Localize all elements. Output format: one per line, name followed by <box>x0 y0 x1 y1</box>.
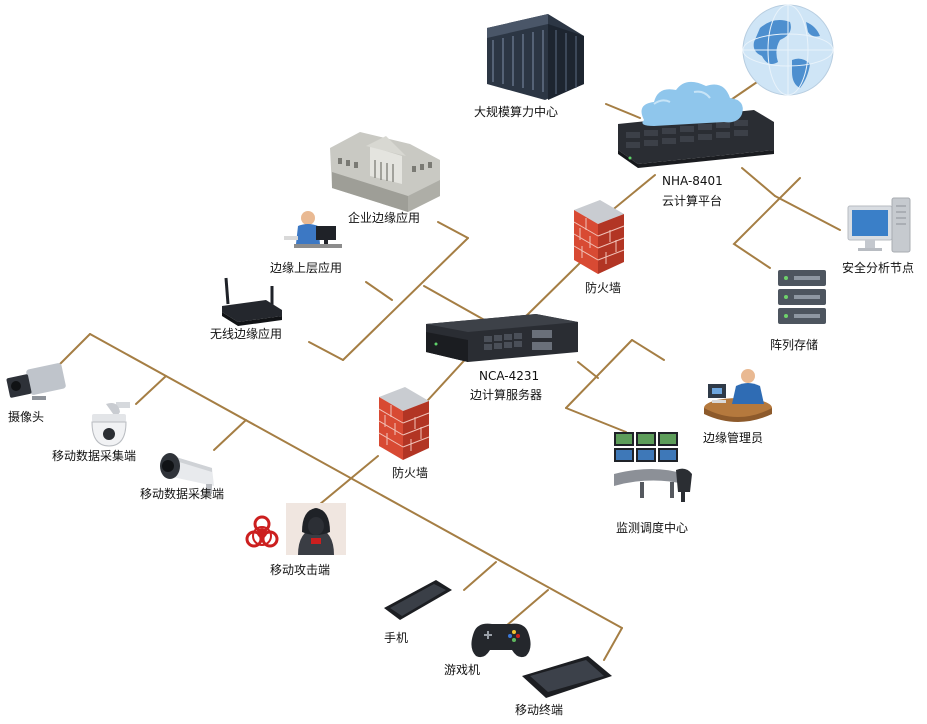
desktop-computer-icon <box>847 197 911 253</box>
smartphone-icon <box>384 580 452 620</box>
wireless-label: 无线边缘应用 <box>210 326 282 341</box>
wifi-router-icon <box>222 277 282 326</box>
gamepad-icon <box>471 623 531 658</box>
cctv-camera-icon <box>6 363 66 400</box>
phone-label: 手机 <box>384 631 408 645</box>
link-phone <box>463 561 497 591</box>
hacker-icon <box>286 503 346 555</box>
link-game <box>505 589 549 627</box>
link-security-branch <box>732 177 801 269</box>
datacenter-server-rack-icon <box>487 14 584 100</box>
storage-label: 阵列存储 <box>770 337 818 352</box>
link-firewall-edge <box>519 259 584 323</box>
link-monitor <box>565 407 627 433</box>
link-wireless-app <box>308 341 344 361</box>
game-label: 游戏机 <box>444 663 480 677</box>
link-enterprise-bus <box>342 237 469 361</box>
attacker-label: 移动攻击端 <box>270 563 330 577</box>
link-device-bus <box>89 333 623 629</box>
link-upper-app <box>365 281 393 301</box>
firewall-bottom-icon <box>378 387 430 460</box>
bullet-camera-icon <box>160 453 214 494</box>
link-cloud-security-trunk <box>741 167 776 197</box>
enterprise-label: 企业边缘应用 <box>348 210 420 225</box>
cloud-icon <box>641 81 743 126</box>
cloud-name-label: 云计算平台 <box>662 193 722 208</box>
cloud-model-label: NHA-8401 <box>662 174 723 188</box>
control-room-icon <box>614 432 692 502</box>
firewall-bottom-label: 防火墙 <box>392 465 428 480</box>
link-security-node <box>774 195 841 231</box>
link-right-bus <box>565 339 633 409</box>
firewall-top-icon <box>573 200 625 274</box>
connection-lines <box>59 79 841 661</box>
link-enterprise-edge <box>423 285 489 323</box>
globe-icon <box>742 4 834 96</box>
edge-admin-label: 边缘管理员 <box>703 430 763 445</box>
link-enterprise-app <box>437 221 469 239</box>
tablet-icon <box>522 656 612 698</box>
link-datacenter-cloud <box>605 103 641 119</box>
link-terminal <box>603 627 623 661</box>
biohazard-icon <box>245 515 279 548</box>
edge-model-label: NCA-4231 <box>479 369 539 383</box>
security-label: 安全分析节点 <box>842 260 914 275</box>
mobile-collect-2-label: 移动数据采集端 <box>140 486 224 501</box>
link-bullet <box>213 419 247 451</box>
firewall-top-label: 防火墙 <box>585 280 621 295</box>
monitor-label: 监测调度中心 <box>616 520 688 535</box>
camera-label: 摄像头 <box>8 409 44 424</box>
enterprise-building-icon <box>330 132 440 212</box>
link-cloud-firewall <box>609 174 656 213</box>
dome-camera-icon <box>91 402 130 447</box>
admin-desk-icon <box>704 369 772 422</box>
link-edge-right <box>577 361 599 379</box>
terminal-label: 移动终端 <box>515 702 563 717</box>
mobile-collect-1-label: 移动数据采集端 <box>52 448 136 463</box>
edge-name-label: 边计算服务器 <box>470 387 542 402</box>
link-dome <box>135 375 167 405</box>
user-workstation-icon <box>284 211 342 248</box>
rack-server-icon <box>426 314 578 362</box>
link-admin <box>631 339 665 361</box>
datacenter-label: 大规模算力中心 <box>474 104 558 119</box>
storage-array-icon <box>778 270 826 324</box>
upper-label: 边缘上层应用 <box>270 260 342 275</box>
link-camera <box>59 333 91 365</box>
